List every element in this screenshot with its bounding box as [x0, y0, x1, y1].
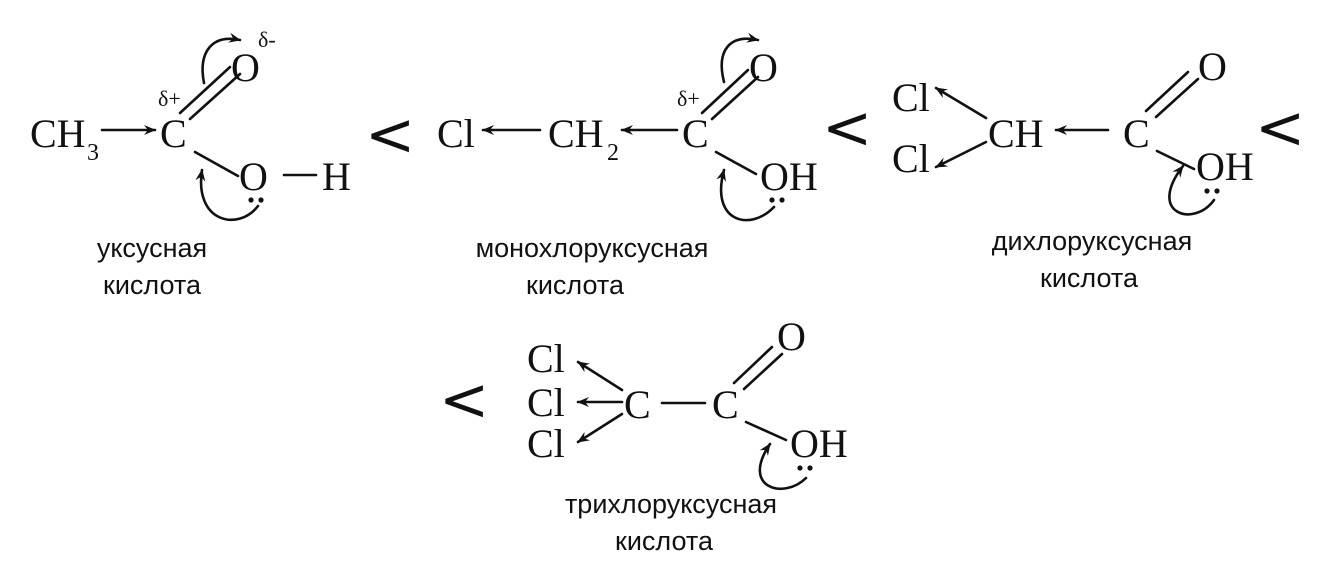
double-bond	[742, 352, 784, 391]
curved-electron-arrow	[1168, 164, 1216, 216]
subscript-3: 3	[87, 140, 99, 166]
dichloroacetic-acid: Cl Cl CH C O OH дихлоруксусная кислота	[892, 44, 1254, 293]
atom-carbon-carboxyl: C	[712, 382, 739, 427]
caption-line-2: кислота	[1040, 263, 1139, 293]
atom-oxygen-carbonyl: O	[1198, 44, 1227, 89]
atom-carbon: C	[160, 111, 187, 156]
double-bond	[1154, 77, 1200, 119]
inductive-arrow	[934, 86, 988, 120]
atom-carbon: C	[1123, 111, 1150, 156]
double-bond	[188, 72, 242, 121]
caption-line-2: кислота	[103, 270, 202, 300]
caption-line-2: кислота	[615, 526, 714, 556]
single-bond	[193, 150, 240, 178]
double-bond	[732, 345, 774, 385]
charge-delta-plus: δ+	[677, 86, 700, 111]
double-bond	[710, 75, 760, 121]
atom-oxygen-carbonyl: O	[749, 45, 778, 90]
curved-electron-arrow	[716, 168, 776, 222]
double-bond	[700, 68, 750, 115]
single-bond	[1155, 149, 1196, 171]
less-than-symbol: <	[1255, 93, 1305, 163]
curved-electron-arrow	[201, 32, 242, 85]
curved-electron-arrow	[758, 442, 808, 491]
lone-pair-dot	[248, 197, 254, 203]
less-than-symbol: <	[822, 93, 872, 163]
inductive-arrow	[934, 140, 988, 169]
caption-line-1: монохлоруксусная	[476, 233, 709, 263]
subscript-2: 2	[607, 140, 619, 166]
lone-pair-dot	[797, 465, 803, 471]
atom-chlorine: Cl	[892, 136, 930, 181]
atom-carbon: C	[682, 111, 709, 156]
lone-pair-dot	[807, 465, 813, 471]
caption-line-2: кислота	[526, 270, 625, 300]
atom-ch: CH	[988, 111, 1044, 156]
caption-line-1: дихлоруксусная	[992, 226, 1192, 256]
atom-hydroxyl: OH	[790, 421, 848, 466]
atom-hydroxyl: OH	[760, 154, 818, 199]
atom-oxygen-hydroxyl: O	[239, 154, 268, 199]
double-bond	[1144, 70, 1190, 113]
atom-chlorine: Cl	[437, 111, 475, 156]
atom-hydroxyl: OH	[1196, 144, 1254, 189]
single-bond	[714, 150, 758, 176]
lone-pair-dot	[779, 197, 785, 203]
inductive-arrow	[576, 412, 624, 444]
charge-delta-minus: δ-	[258, 27, 276, 52]
atom-hydrogen: H	[322, 154, 351, 199]
lone-pair-dot	[258, 197, 264, 203]
lone-pair-dot	[1204, 188, 1210, 194]
less-than-symbol: <	[365, 100, 415, 170]
atom-chlorine: Cl	[892, 75, 930, 120]
acetic-acid: CH 3 δ+ C O δ- O H уксусная кислота	[30, 27, 351, 300]
atom-carbon-alpha: C	[624, 382, 651, 427]
atom-chlorine: Cl	[527, 336, 565, 381]
curved-electron-arrow	[720, 32, 760, 84]
atom-ch3: CH	[30, 111, 86, 156]
caption-line-1: уксусная	[97, 233, 207, 263]
atom-oxygen-carbonyl: O	[231, 45, 260, 90]
atom-chlorine: Cl	[527, 421, 565, 466]
lone-pair-dot	[769, 197, 775, 203]
atom-oxygen-carbonyl: O	[777, 314, 806, 359]
curved-electron-arrow	[195, 168, 260, 222]
charge-delta-plus: δ+	[158, 86, 181, 111]
less-than-symbol: <	[439, 365, 489, 435]
single-bond	[744, 420, 788, 442]
double-bond	[178, 65, 232, 115]
trichloroacetic-acid: Cl Cl Cl C C O OH трихлоруксусная кислот…	[527, 314, 848, 556]
monochloroacetic-acid: Cl CH 2 δ+ C O OH монохлоруксусная кисло…	[437, 32, 818, 300]
inductive-arrow	[576, 360, 624, 392]
atom-ch2: CH	[548, 111, 604, 156]
lone-pair-dot	[1214, 188, 1220, 194]
caption-line-1: трихлоруксусная	[565, 489, 777, 519]
atom-chlorine: Cl	[527, 380, 565, 425]
